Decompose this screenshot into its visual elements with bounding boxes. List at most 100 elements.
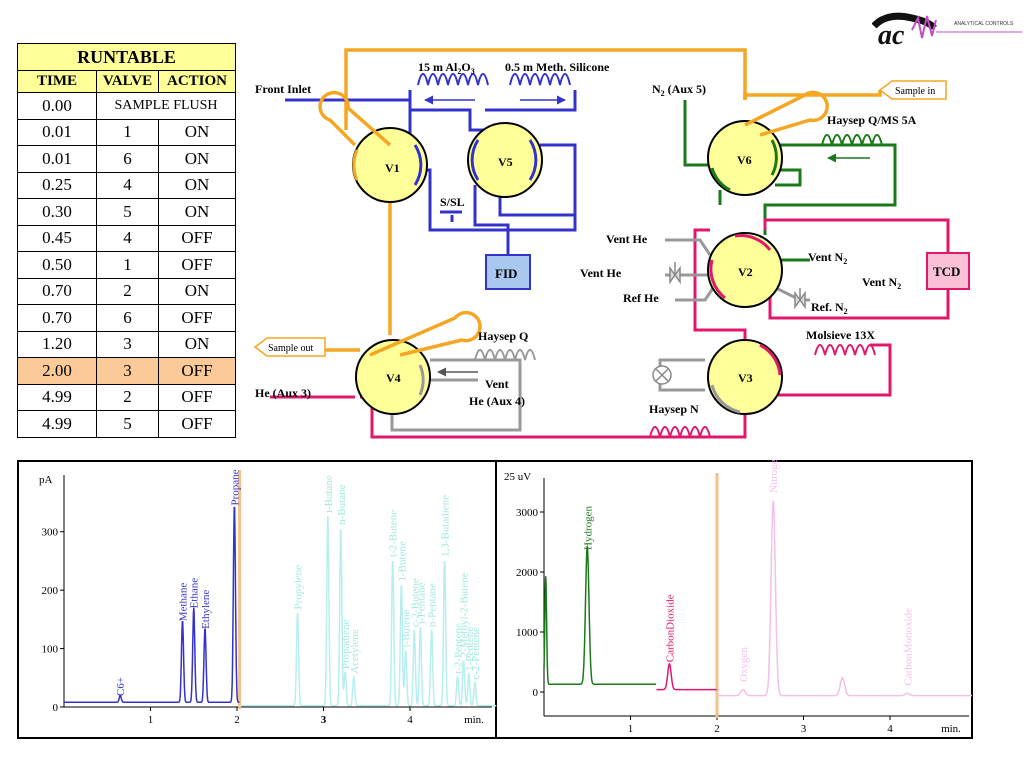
peak-label: Propylene bbox=[293, 565, 305, 610]
peak-label: Propadiene bbox=[340, 620, 352, 670]
valve-v2[interactable]: V2 bbox=[707, 232, 783, 308]
vent-n2-label: Vent N2 bbox=[862, 275, 901, 291]
time-cell: 1.20 bbox=[17, 330, 97, 358]
peak-label: Methane bbox=[178, 583, 190, 622]
vent-he-label: Vent He bbox=[580, 266, 622, 280]
peak-label: t-2-Pentene bbox=[453, 623, 465, 674]
time-cell: 0.01 bbox=[17, 145, 97, 173]
chromatogram-trace bbox=[656, 663, 717, 691]
peak-label: Propane bbox=[229, 469, 241, 505]
valve-cell: 1 bbox=[96, 251, 159, 279]
tcd-detector[interactable]: TCD bbox=[926, 252, 970, 290]
n2-aux5-label: N2 (Aux 5) bbox=[652, 82, 706, 98]
x-axis-label: min. bbox=[941, 723, 961, 735]
valve-cell: 2 bbox=[96, 383, 159, 411]
valve-cell: 5 bbox=[96, 410, 159, 438]
peak-label: Oxygen bbox=[738, 647, 750, 682]
chromatogram-trace bbox=[543, 546, 657, 685]
ssl-label: S/SL bbox=[440, 195, 465, 209]
peak-label: Hydrogen bbox=[582, 506, 594, 550]
time-cell: 0.01 bbox=[17, 118, 97, 146]
x-tick-label: 2 bbox=[234, 714, 240, 726]
y-tick-label: 200 bbox=[42, 585, 59, 597]
valve-v1[interactable]: V1 bbox=[352, 127, 428, 203]
y-tick-label: 100 bbox=[42, 644, 59, 656]
valve-v3-label: V3 bbox=[738, 371, 753, 385]
peak-label: n-Butane bbox=[336, 484, 348, 524]
valve-v4-label: V4 bbox=[386, 371, 401, 385]
valve-v6-label: V6 bbox=[737, 153, 752, 167]
x-tick-label: 4 bbox=[887, 723, 893, 735]
valve-v3[interactable]: V3 bbox=[707, 339, 783, 415]
peak-label: i-Butane bbox=[323, 475, 335, 513]
peak-label: c-2-Pentene bbox=[470, 627, 482, 680]
peak-label: i-Pentane bbox=[415, 582, 427, 624]
logo-mark: ac bbox=[878, 20, 905, 48]
ref-he-label: Ref He bbox=[623, 291, 659, 305]
sample-in-tag: Sample in bbox=[878, 80, 947, 100]
valve-cell: 3 bbox=[96, 330, 159, 358]
peak-label: i-Butene bbox=[401, 610, 413, 648]
y-tick-label: 0 bbox=[53, 702, 59, 714]
valve-v5[interactable]: V5 bbox=[467, 122, 543, 198]
time-cell: 0.45 bbox=[17, 224, 97, 252]
he-aux4-label: He (Aux 4) bbox=[469, 394, 525, 408]
sample-out-tag: Sample out bbox=[253, 337, 326, 357]
valve-cell: 6 bbox=[96, 145, 159, 173]
x-tick-label: 4 bbox=[407, 714, 413, 726]
action-cell: OFF bbox=[158, 383, 236, 411]
vent-n2-label: Vent N2 bbox=[808, 250, 847, 266]
valve-cell: 2 bbox=[96, 277, 159, 305]
time-cell: 0.70 bbox=[17, 304, 97, 332]
valve-v4[interactable]: V4 bbox=[355, 339, 431, 415]
action-cell: OFF bbox=[158, 304, 236, 332]
peak-label: 1-Pentene bbox=[464, 627, 476, 671]
action-cell: OFF bbox=[158, 224, 236, 252]
fid-detector[interactable]: FID bbox=[485, 254, 531, 290]
valve-v5-label: V5 bbox=[498, 155, 513, 169]
time-cell: 4.99 bbox=[17, 410, 97, 438]
valve-cell: 6 bbox=[96, 304, 159, 332]
runtable-header-action: ACTION bbox=[158, 70, 236, 93]
peak-label: 1,3-Butadiene bbox=[440, 495, 452, 557]
column-coil-haysep-q bbox=[474, 349, 536, 361]
y-tick-label: 2000 bbox=[516, 567, 539, 579]
vent-label: Vent bbox=[485, 377, 509, 391]
runtable-header-time: TIME bbox=[17, 70, 97, 93]
haysep-q-label: Haysep Q bbox=[478, 329, 528, 343]
company-logo: ac ANALYTICAL CONTROLS bbox=[871, 8, 1022, 53]
peak-label: CarbonMonoxide bbox=[902, 608, 914, 686]
valve-v6[interactable]: V6 bbox=[707, 120, 783, 196]
peak-label: CarbonDioxide bbox=[664, 594, 676, 662]
x-tick-label: 2 bbox=[714, 723, 720, 735]
fid-label: FID bbox=[495, 266, 517, 281]
time-cell: 0.70 bbox=[17, 277, 97, 305]
y-axis-label: pA bbox=[39, 474, 53, 486]
action-cell: OFF bbox=[158, 251, 236, 279]
x-tick-label: 3 bbox=[321, 714, 327, 726]
action-cell: OFF bbox=[158, 410, 236, 438]
peak-label: Acetylene bbox=[349, 629, 361, 674]
peak-label: t-2-Butene bbox=[388, 510, 400, 557]
action-cell: SAMPLE FLUSH bbox=[96, 92, 236, 120]
column-coil-al2o3 bbox=[417, 73, 489, 86]
valve-cell: 1 bbox=[96, 118, 159, 146]
peak-label: 2-Methyl-2-Butene bbox=[459, 572, 471, 657]
x-tick-label: 1 bbox=[148, 714, 154, 726]
valve-port-arcs bbox=[352, 139, 782, 414]
valve-cell: 4 bbox=[96, 171, 159, 199]
column-coil-haysep-n bbox=[649, 426, 711, 438]
x-tick-label: 1 bbox=[628, 723, 634, 735]
y-tick-label: 300 bbox=[42, 527, 59, 539]
valve-v2-label: V2 bbox=[738, 265, 753, 279]
vent-he-label: Vent He bbox=[606, 232, 648, 246]
